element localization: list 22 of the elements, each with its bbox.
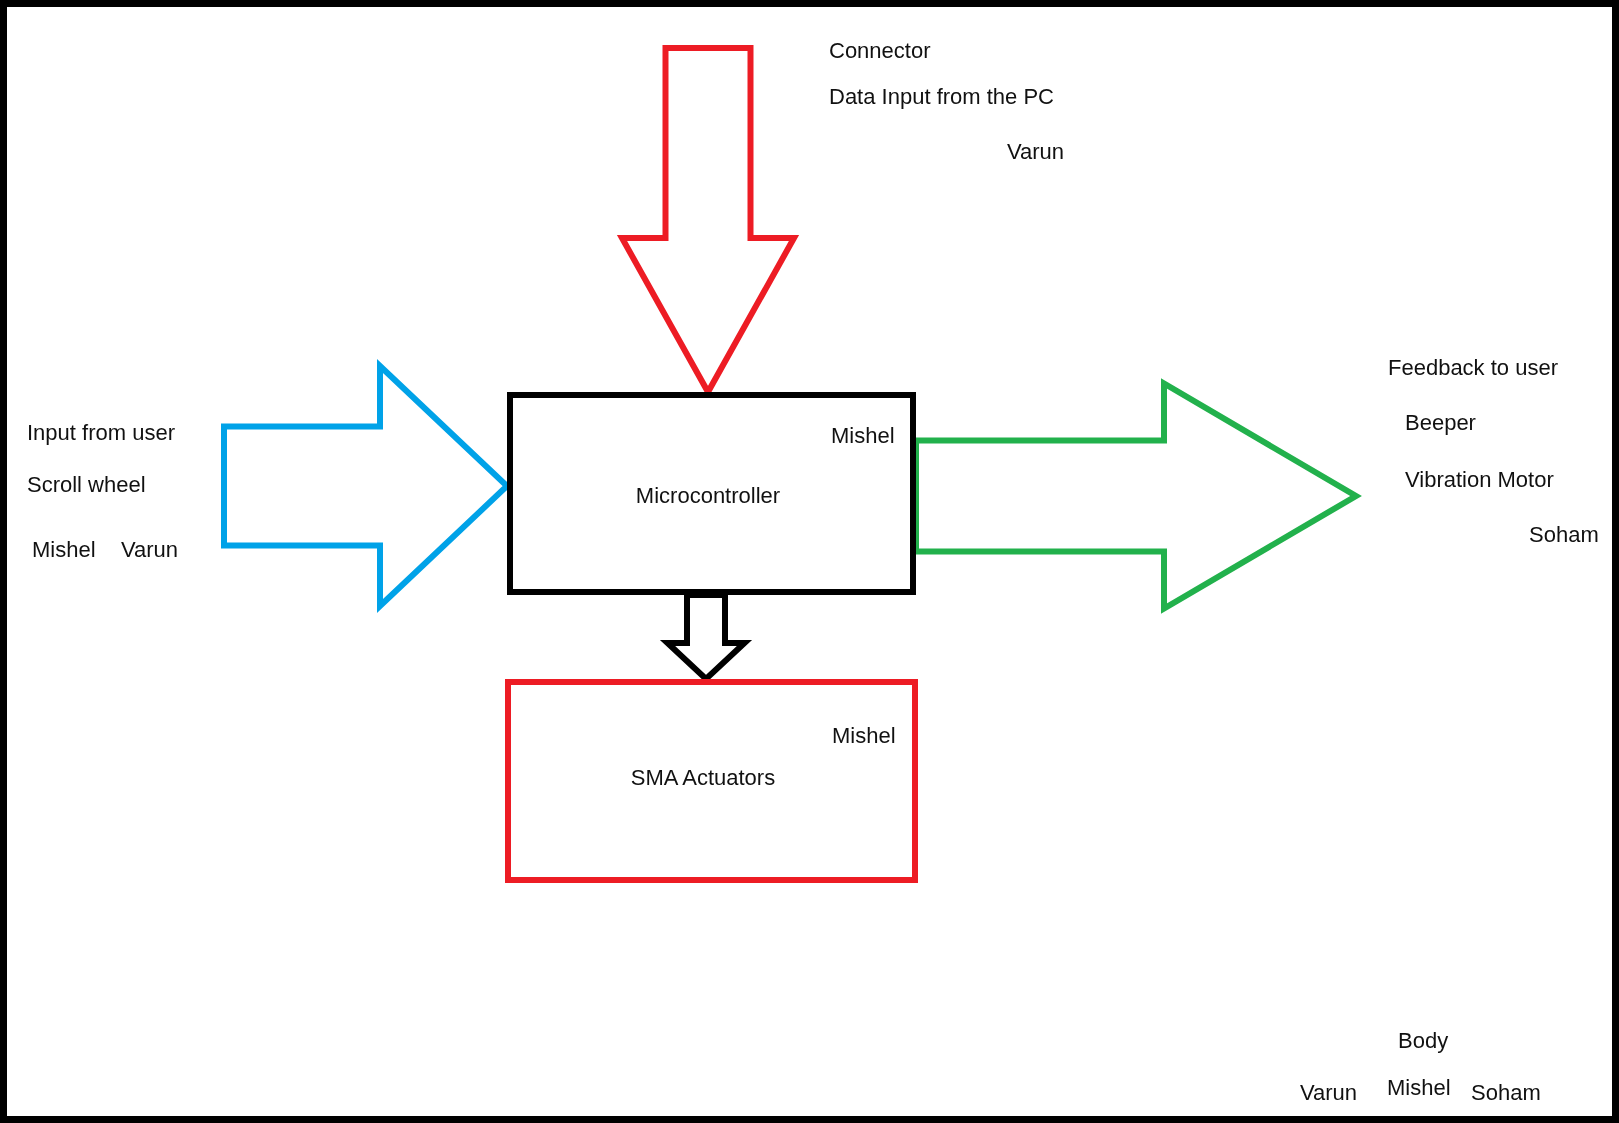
process-box: [507, 392, 916, 595]
text-label: Varun: [1300, 1080, 1358, 1106]
text-label: Body: [1398, 1028, 1449, 1054]
text-label: Connector: [829, 38, 931, 64]
text-label: Input from user: [27, 420, 175, 446]
text-label: Varun: [121, 537, 179, 563]
text-label: Soham: [1529, 522, 1599, 548]
text-label: Data Input from the PC: [829, 84, 1054, 110]
text-label: Mishel: [32, 537, 96, 563]
text-label: Mishel: [1387, 1075, 1451, 1101]
text-label: Feedback to user: [1388, 355, 1558, 381]
text-label: Scroll wheel: [27, 472, 146, 498]
text-label: Soham: [1471, 1080, 1541, 1106]
author-name: Mishel: [832, 723, 896, 749]
box-title: SMA Actuators: [630, 765, 776, 791]
box-title: Microcontroller: [635, 483, 781, 509]
process-box: [505, 679, 918, 883]
text-label: Beeper: [1405, 410, 1476, 436]
text-label: Vibration Motor: [1405, 467, 1554, 493]
text-label: Varun: [1007, 139, 1065, 165]
block-arrow: [913, 378, 1362, 614]
author-name: Mishel: [831, 423, 895, 449]
